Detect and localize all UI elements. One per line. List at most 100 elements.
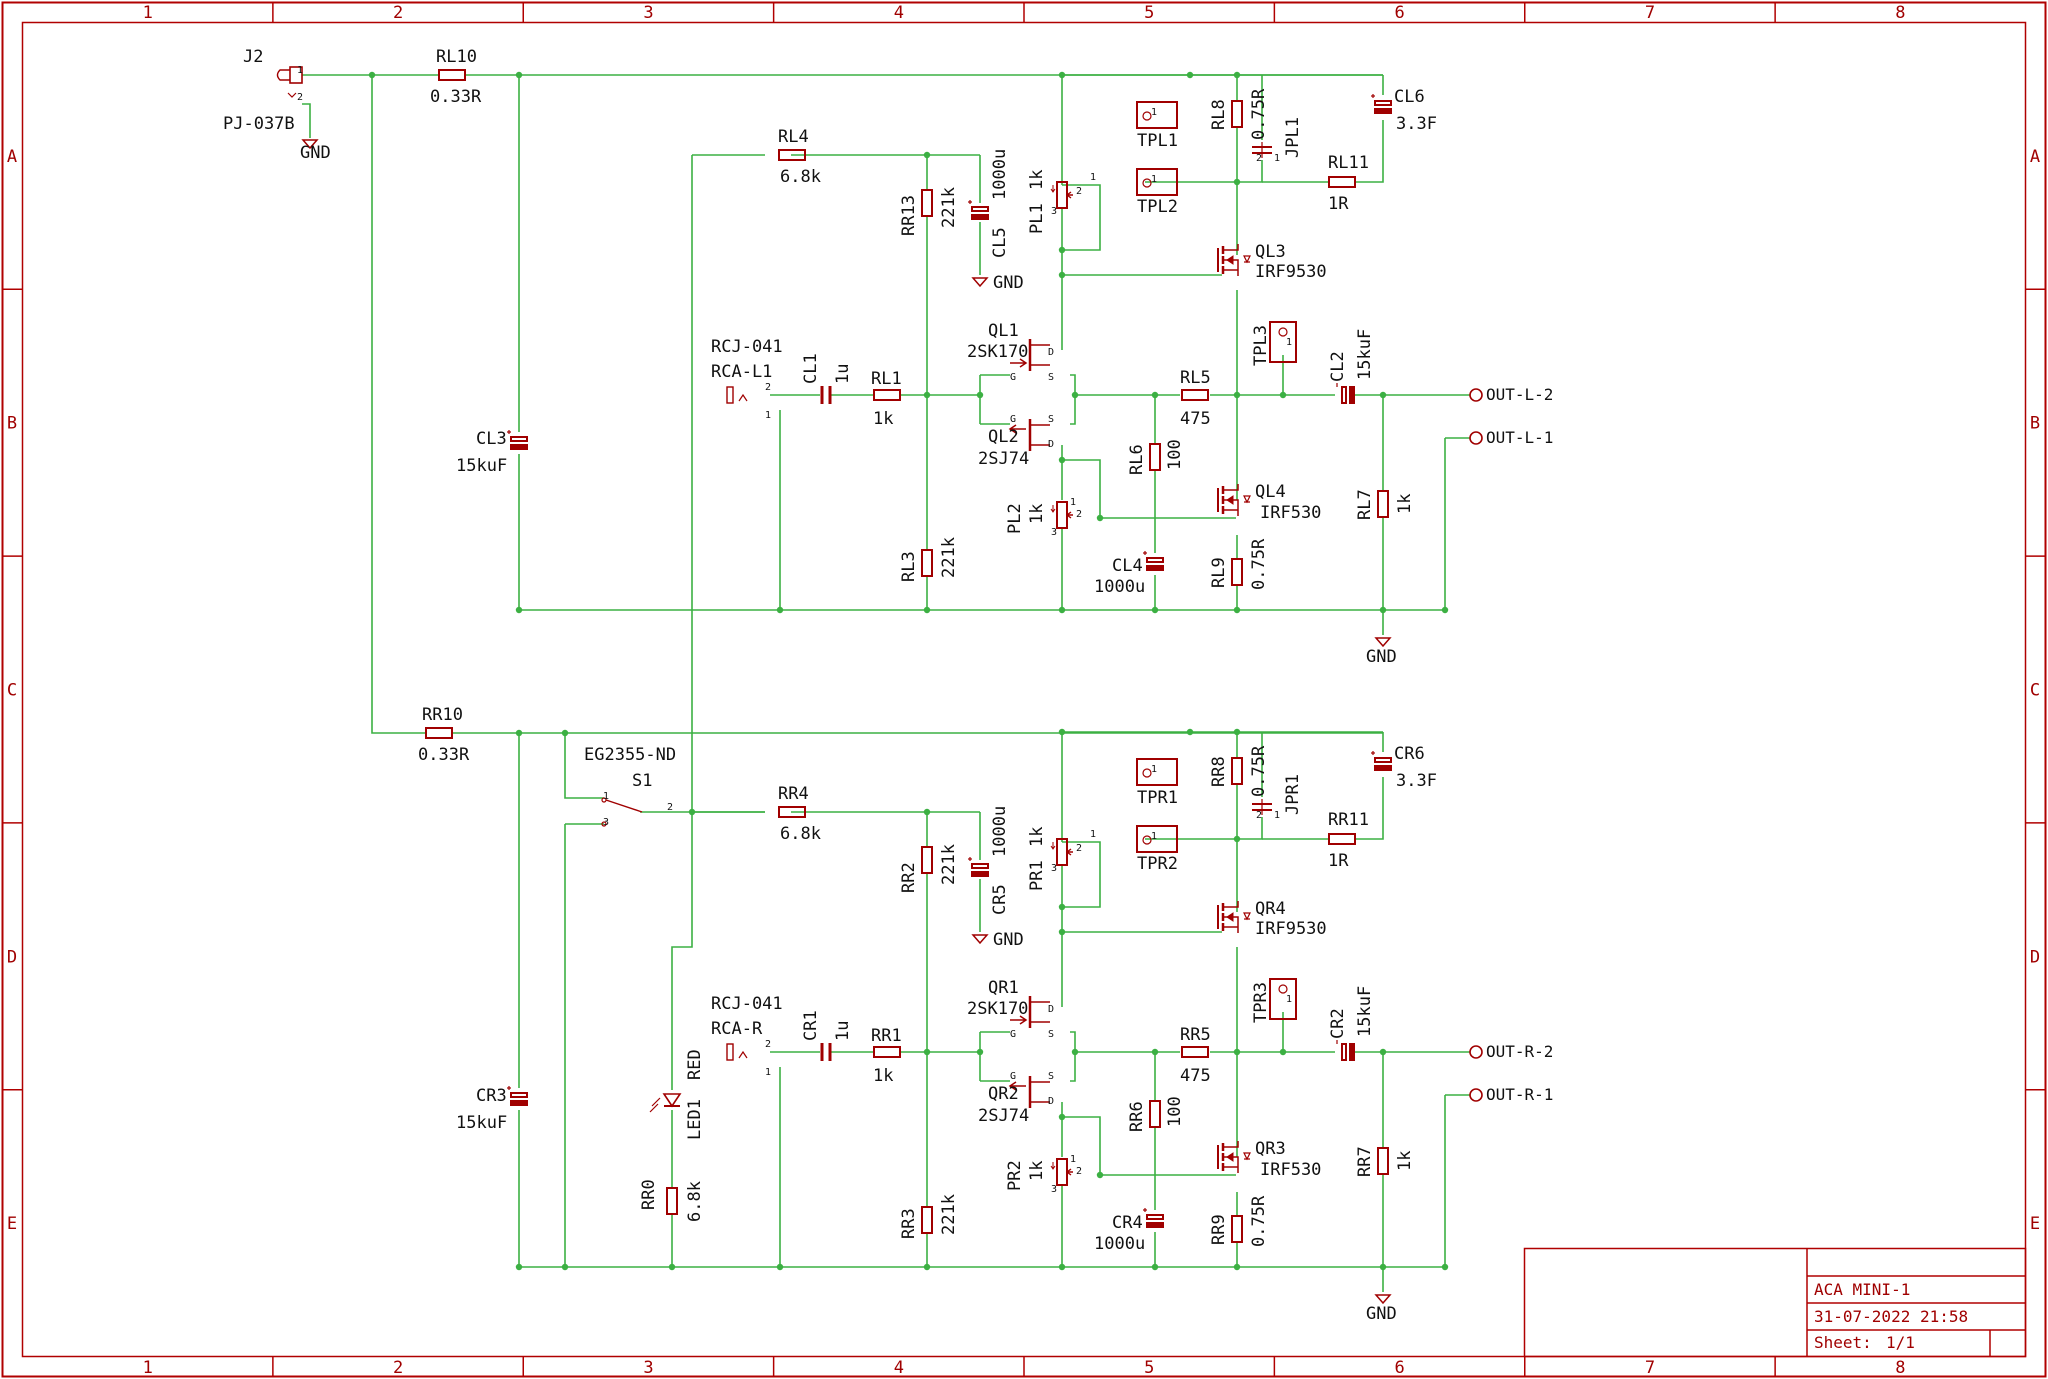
junction-dot (688, 808, 696, 816)
left-r3-resistor (921, 549, 933, 577)
left-qb-value: IRF530 (1260, 503, 1321, 523)
junction-dot (1151, 391, 1159, 399)
junction-dot (1058, 456, 1066, 464)
rr0-ref: RR0 (639, 1179, 659, 1210)
wire-p2-gate (1062, 459, 1236, 519)
right-r11-value: 1R (1328, 851, 1349, 871)
gnd-j2 (301, 139, 319, 150)
s1-pin1: 1 (603, 791, 609, 802)
left-rca-pin1: 1 (765, 410, 771, 421)
left-q2-jfet (1008, 419, 1050, 451)
right-gnd-out-label: GND (1366, 1304, 1397, 1324)
left-qa-ref: QL3 (1255, 242, 1286, 262)
right-q1-ref: QR1 (988, 978, 1019, 998)
led1-value: RED (685, 1049, 705, 1080)
junction-dot (368, 71, 376, 79)
left-c5-ref: CL5 (990, 227, 1010, 258)
right-p2-pin3: 3 (1051, 1184, 1057, 1195)
rr10-ref: RR10 (422, 705, 463, 725)
junction-dot (1441, 1263, 1449, 1271)
right-r11-ref: RR11 (1328, 810, 1369, 830)
right-q2-d: D (1048, 1096, 1054, 1107)
right-c5-ref: CR5 (990, 884, 1010, 915)
left-qb-mosfet (1217, 484, 1251, 516)
frame-row-label: B (7, 414, 17, 434)
left-q2-g: G (1010, 414, 1016, 425)
left-r7-ref: RL7 (1355, 489, 1375, 520)
left-jp-pin1: 1 (1274, 153, 1280, 164)
left-r6-ref: RL6 (1127, 444, 1147, 475)
cr3-ref: CR3 (476, 1086, 507, 1106)
right-q2-value: 2SJ74 (978, 1106, 1029, 1126)
left-c6-value: 3.3F (1396, 114, 1437, 134)
right-c2-capacitor (1336, 1040, 1355, 1061)
left-q1-jfet (1010, 339, 1050, 371)
left-tp2-ref: TPL2 (1137, 197, 1178, 217)
right-r11-resistor (1328, 833, 1356, 845)
cl3-value: 15kuF (456, 456, 507, 476)
rr10-resistor (425, 727, 453, 739)
left-p2-pin3: 3 (1051, 527, 1057, 538)
left-p1-ref: PL1 (1027, 203, 1047, 234)
right-q2-g: G (1010, 1071, 1016, 1082)
j2-pin2: 2 (297, 92, 303, 103)
frame-column-label: 3 (643, 1358, 653, 1378)
left-c4-value: 1000u (1094, 577, 1145, 597)
title-block-sheet-label: Sheet: (1814, 1333, 1872, 1352)
right-c2-ref: CR2 (1328, 1008, 1348, 1039)
right-jp-pin2: 2 (1256, 810, 1262, 821)
title-block-sheet: 1/1 (1886, 1333, 1915, 1352)
right-p2-pin2: 2 (1076, 1166, 1082, 1177)
wire-sources (1070, 374, 1076, 425)
left-qb-ref: QL4 (1255, 482, 1286, 502)
right-r7-ref: RR7 (1355, 1146, 1375, 1177)
right-gnd-c5 (971, 934, 989, 945)
left-r11-value: 1R (1328, 194, 1349, 214)
left-r9-resistor (1231, 558, 1243, 586)
left-q1-g: G (1010, 372, 1016, 383)
frame-column-label: 6 (1394, 1358, 1404, 1378)
frame-column-label: 7 (1645, 1358, 1655, 1378)
junction-dot (561, 729, 569, 737)
junction-dot (1096, 1171, 1104, 1179)
left-c1-value: 1u (833, 364, 853, 384)
right-p2-value: 1k (1027, 1161, 1047, 1181)
left-tp3-ref: TPL3 (1251, 325, 1271, 366)
right-tp1-ref: TPR1 (1137, 788, 1178, 808)
right-q1-d: D (1048, 1004, 1054, 1015)
left-r8-ref: RL8 (1209, 99, 1229, 130)
junction-dot (1071, 391, 1079, 399)
left-c6-ref: CL6 (1394, 87, 1425, 107)
right-qa-value: IRF9530 (1255, 919, 1327, 939)
j2-ref: J2 (243, 47, 263, 67)
right-p1-trimmer (1050, 838, 1073, 866)
right-q1-g: G (1010, 1029, 1016, 1040)
junction-dot (1279, 391, 1287, 399)
left-tp1-ref: TPL1 (1137, 131, 1178, 151)
left-q1-s: S (1048, 372, 1054, 383)
left-gnd-out (1374, 637, 1392, 648)
right-r5-resistor (1181, 1046, 1209, 1058)
right-r8-resistor (1231, 757, 1243, 785)
junction-dot (1058, 271, 1066, 279)
junction-dot (515, 729, 523, 737)
junction-dot (1379, 391, 1387, 399)
left-c2-value: 15kuF (1355, 329, 1375, 380)
frame-column-label: 8 (1895, 1358, 1905, 1378)
right-r7-value: 1k (1395, 1151, 1415, 1171)
cr3-value: 15kuF (456, 1113, 507, 1133)
left-q2-d: D (1048, 439, 1054, 450)
left-tp2-testpoint (1136, 168, 1178, 196)
rr10-value: 0.33R (418, 745, 470, 765)
left-tp3-pin: 1 (1286, 337, 1292, 348)
left-jp-ref: JPL1 (1283, 117, 1303, 158)
title-block-date: 31-07-2022 21:58 (1814, 1307, 1968, 1326)
right-r6-ref: RR6 (1127, 1101, 1147, 1132)
right-p2-trimmer (1050, 1158, 1073, 1186)
left-rca-jack (726, 386, 748, 404)
junction-dot (923, 151, 931, 159)
right-p1-ref: PR1 (1027, 860, 1047, 891)
left-p1-value: 1k (1027, 170, 1047, 190)
